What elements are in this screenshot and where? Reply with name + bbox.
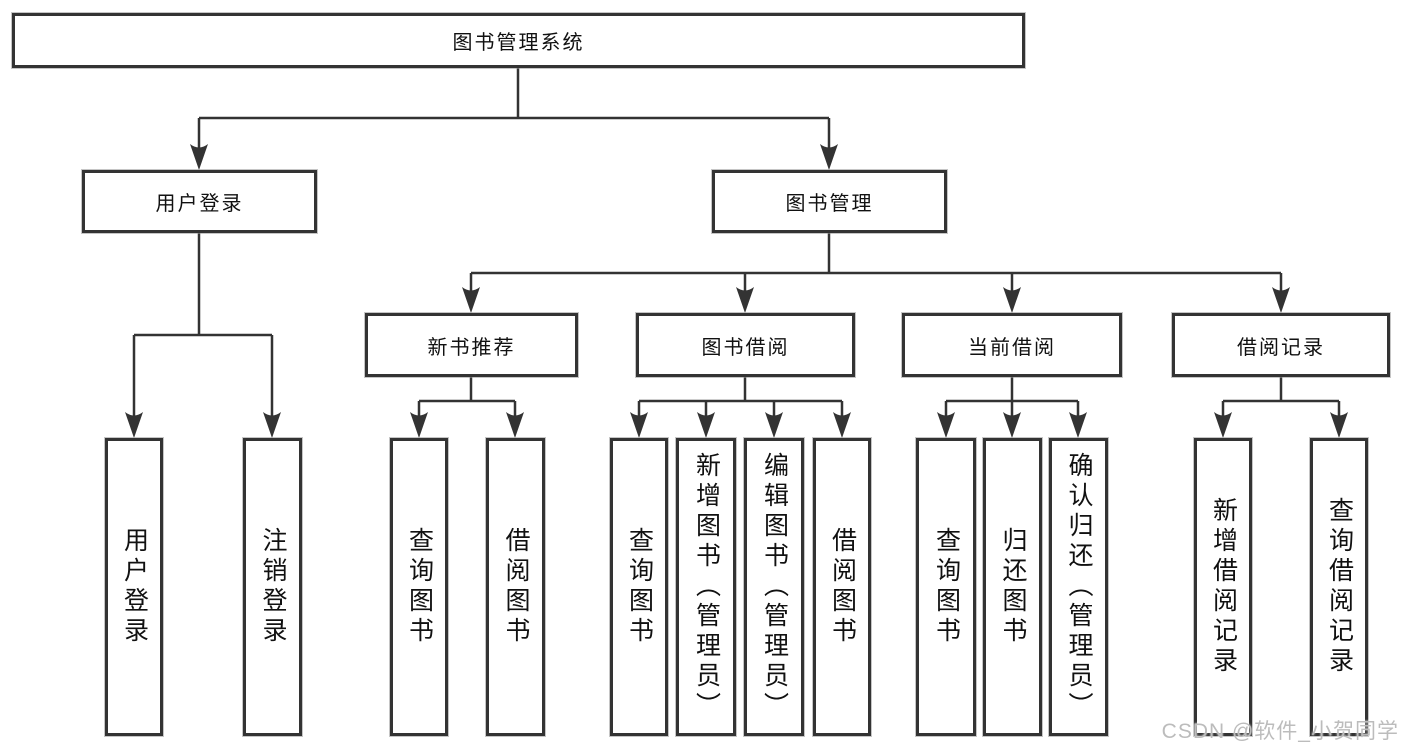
leaf-add-books-admin: 新增图书（管理员） — [676, 438, 736, 736]
leaf-borrow-books: 借阅图书 — [813, 438, 871, 736]
node-user-login-branch: 用户登录 — [82, 170, 317, 233]
node-book-borrow: 图书借阅 — [636, 313, 855, 377]
node-book-management-branch: 图书管理 — [712, 170, 947, 233]
csdn-watermark: CSDN @软件_小贺同学 — [1161, 720, 1399, 743]
node-library-management-system: 图书管理系统 — [12, 13, 1025, 68]
leaf-borrow-books-recommend: 借阅图书 — [486, 438, 545, 736]
leaf-add-borrow-record: 新增借阅记录 — [1194, 438, 1252, 736]
leaf-logout: 注销登录 — [243, 438, 302, 736]
leaf-query-books-borrow: 查询图书 — [610, 438, 668, 736]
node-current-borrow: 当前借阅 — [902, 313, 1122, 377]
leaf-edit-books-admin: 编辑图书（管理员） — [744, 438, 804, 736]
leaf-query-books-current: 查询图书 — [916, 438, 976, 736]
leaf-confirm-return-admin: 确认归还（管理员） — [1049, 438, 1108, 736]
leaf-user-login: 用户登录 — [105, 438, 163, 736]
leaf-query-books-recommend: 查询图书 — [390, 438, 448, 736]
node-new-book-recommend: 新书推荐 — [365, 313, 578, 377]
leaf-query-borrow-record: 查询借阅记录 — [1310, 438, 1368, 736]
node-borrow-records: 借阅记录 — [1172, 313, 1390, 377]
leaf-return-books: 归还图书 — [983, 438, 1042, 736]
